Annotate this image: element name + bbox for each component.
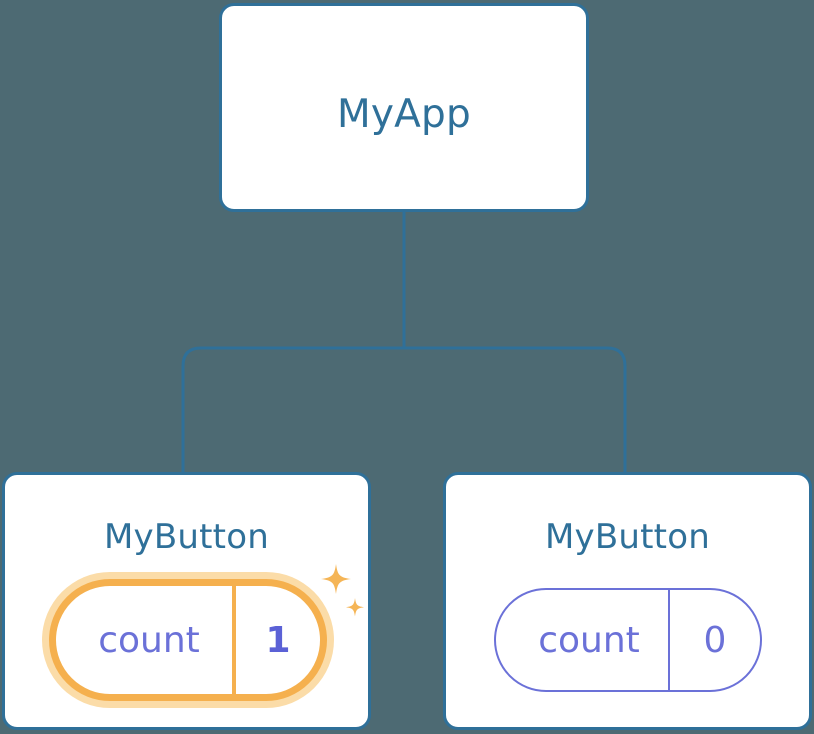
state-key: count bbox=[496, 590, 670, 690]
edge-to-child-1 bbox=[404, 346, 627, 474]
state-value: 1 bbox=[265, 619, 291, 661]
state-pill-wrapper-1: count 0 bbox=[494, 588, 762, 692]
node-title: MyButton bbox=[545, 517, 710, 557]
node-title: MyButton bbox=[104, 517, 269, 557]
node-title: MyApp bbox=[337, 92, 471, 137]
state-pill-highlighted[interactable]: count 1 bbox=[49, 579, 327, 701]
node-myapp[interactable]: MyApp bbox=[219, 3, 589, 212]
state-key: count bbox=[56, 586, 236, 694]
state-pill[interactable]: count 0 bbox=[494, 588, 762, 692]
state-pill-wrapper-0: count 1 bbox=[42, 572, 334, 708]
state-value: 0 bbox=[703, 619, 727, 661]
edge-to-child-0 bbox=[181, 346, 404, 474]
